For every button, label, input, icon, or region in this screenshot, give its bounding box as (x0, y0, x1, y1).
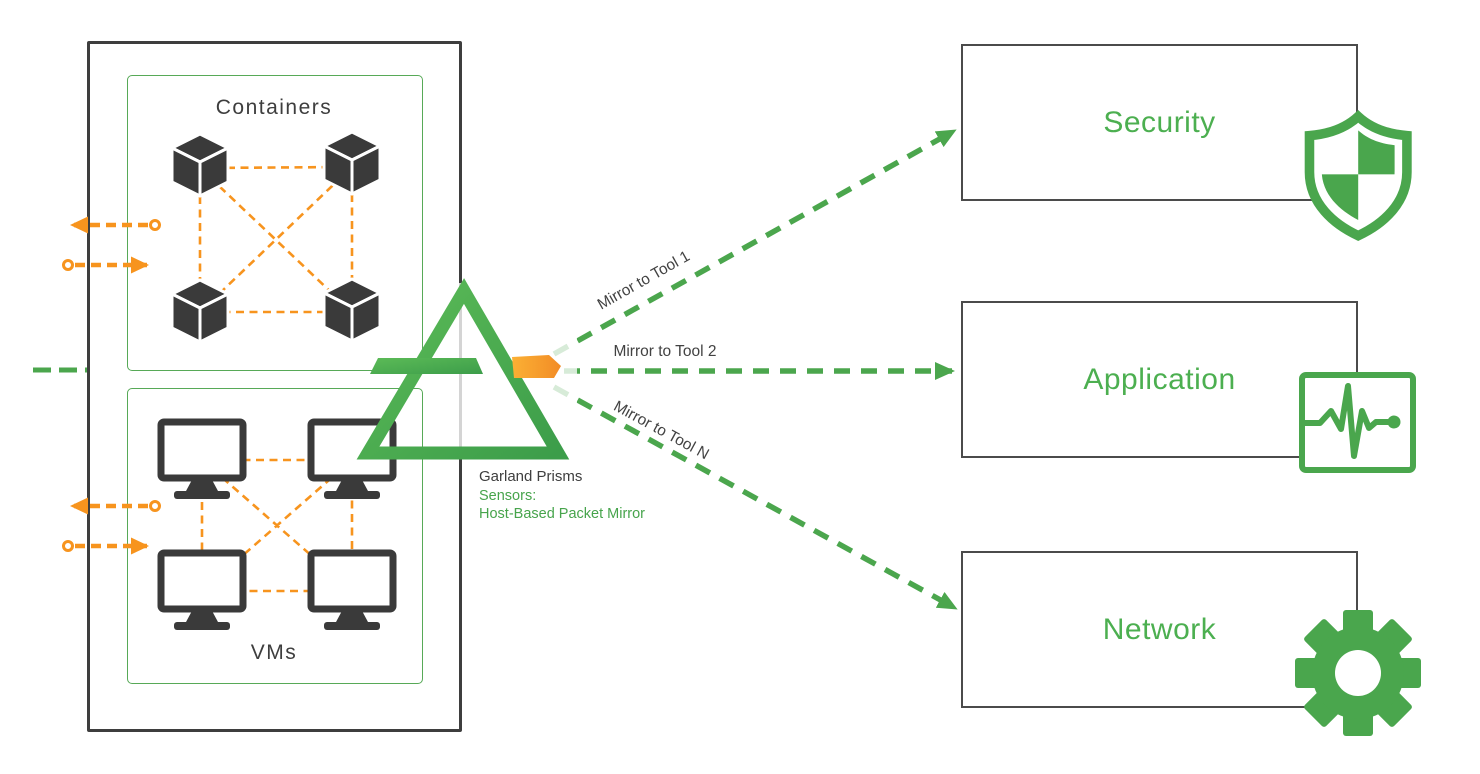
vms-box (127, 388, 423, 684)
prism-caption: Garland Prisms Sensors: Host-Based Packe… (479, 468, 645, 524)
mirror-to-tool-n-label: Mirror to Tool N (610, 397, 712, 464)
security-label: Security (1103, 105, 1216, 139)
refracted-beam (512, 355, 561, 378)
containers-label: Containers (215, 96, 333, 119)
mirror-to-tool-1-label: Mirror to Tool 1 (594, 247, 693, 314)
network-label: Network (1102, 612, 1217, 646)
application-label: Application (1083, 362, 1236, 396)
prism-title: Garland Prisms (479, 468, 583, 485)
mirror-to-tool-1-arrow (552, 128, 957, 357)
prism-sensor-type: Host-Based Packet Mirror (479, 506, 645, 522)
security-box: Security (961, 44, 1358, 201)
vms-label: VMs (250, 641, 298, 664)
application-box: Application (961, 301, 1358, 458)
mirror-to-tool-2-label: Mirror to Tool 2 (613, 343, 717, 360)
prism-sensors-label: Sensors: (479, 487, 537, 504)
network-box: Network (961, 551, 1358, 708)
